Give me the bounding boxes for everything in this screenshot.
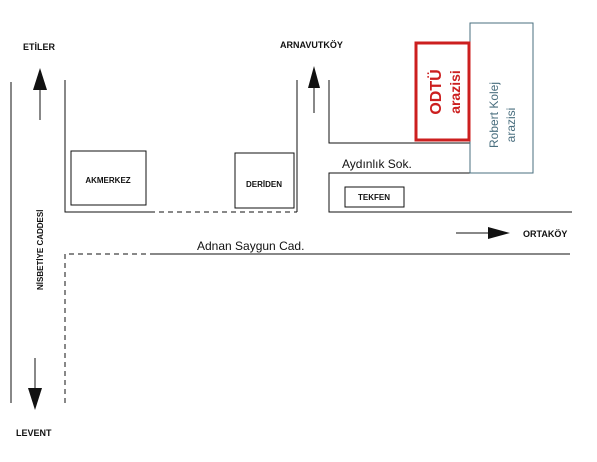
label-aydinlik-sok: Aydınlık Sok. <box>342 157 412 171</box>
label-ortakoy: ORTAKÖY <box>523 229 567 239</box>
label-levent: LEVENT <box>16 428 52 438</box>
deriden-building <box>234 152 295 209</box>
label-robert-kolej: Robert Kolej <box>487 82 501 148</box>
label-deriden: DERİDEN <box>246 180 282 189</box>
label-adnan-saygun: Adnan Saygun Cad. <box>197 239 304 253</box>
tekfen-block-outline <box>328 172 572 213</box>
label-tekfen: TEKFEN <box>358 193 390 202</box>
arnavutkoy-road-east <box>328 80 470 144</box>
arrow-up-icon <box>33 68 47 120</box>
tekfen-building <box>344 186 405 208</box>
label-odtu: ODTÜ <box>426 69 445 114</box>
akmerkez-building <box>70 150 147 206</box>
robert-kolej-area <box>469 22 534 174</box>
label-odtu-arazisi: arazisi <box>447 70 463 114</box>
akmerkez-block-outline <box>64 80 150 213</box>
arrow-up-icon <box>308 66 320 113</box>
label-arnavutkoy: ARNAVUTKÖY <box>280 40 343 50</box>
adnan-saygun-dashed <box>64 253 150 403</box>
odtu-area <box>414 41 471 142</box>
label-akmerkez: AKMERKEZ <box>85 176 130 185</box>
label-nisbetiye-caddesi: NİSBETİYE CADDESİ <box>36 210 45 290</box>
arrow-right-icon <box>456 227 510 239</box>
arrow-down-icon <box>28 358 42 410</box>
label-robert-arazisi: arazisi <box>504 108 518 143</box>
label-etiler: ETİLER <box>23 42 56 52</box>
